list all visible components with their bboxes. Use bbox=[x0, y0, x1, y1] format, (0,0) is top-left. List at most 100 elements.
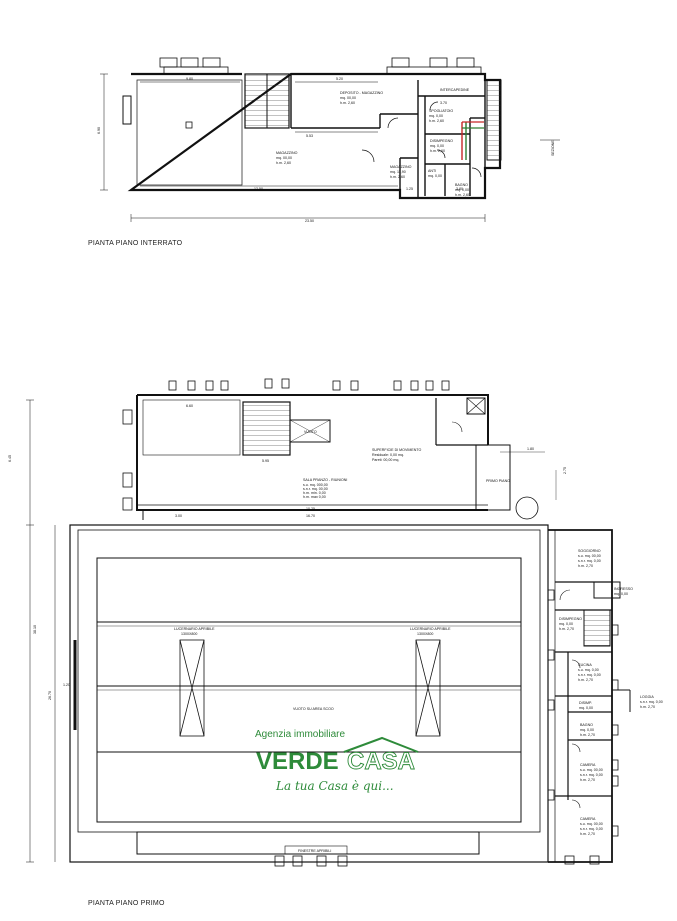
room-spogliatoio: SPOGLIATOIO mq. 0,00 h.m. 2,60 bbox=[429, 109, 453, 123]
svg-text:s.n.r. mq. 0,00: s.n.r. mq. 0,00 bbox=[578, 673, 601, 677]
room-antibagno: ANTI mq. 0,00 bbox=[428, 169, 442, 178]
svg-text:h.m. 2,70: h.m. 2,70 bbox=[578, 678, 593, 682]
svg-text:h.m. 2,70: h.m. 2,70 bbox=[640, 705, 655, 709]
primo-lower-building bbox=[69, 524, 549, 863]
dim-left-mid: 38.10 bbox=[33, 625, 37, 634]
apartment-stair bbox=[583, 609, 611, 647]
watermark-line1: Agenzia immobiliare bbox=[255, 729, 345, 740]
watermark-brand-b: CASA bbox=[347, 748, 415, 775]
dim-bottom-mid: 1.25 bbox=[406, 187, 413, 191]
label-lucernario-right: LUCERNARIO APRIBILE 1300X800 bbox=[410, 627, 451, 636]
primo-bottom-blocks bbox=[274, 855, 348, 867]
room-deposito: DEPOSITO - MAGAZZINO mq. 00,00 h.m. 2,60 bbox=[340, 91, 383, 105]
svg-text:h.m. 2,70: h.m. 2,70 bbox=[580, 832, 595, 836]
primo-upper-wall bbox=[136, 394, 489, 511]
svg-text:mq. 11,90: mq. 11,90 bbox=[390, 170, 406, 174]
dim-loggia: 1.80 bbox=[527, 447, 534, 451]
svg-text:DEPOSITO - MAGAZZINO: DEPOSITO - MAGAZZINO bbox=[340, 91, 383, 95]
room-camera-2: CAMERA s.u. mq. 00,00 s.n.r. mq. 0,00 h.… bbox=[580, 817, 603, 836]
svg-text:mq. 0,00: mq. 0,00 bbox=[579, 706, 593, 710]
svg-text:s.n.r. mq. 0,00: s.n.r. mq. 0,00 bbox=[580, 773, 603, 777]
dim-bottom-right: 3.80 bbox=[456, 187, 463, 191]
primo-stair bbox=[242, 401, 291, 456]
svg-text:LOGGIA: LOGGIA bbox=[640, 695, 654, 699]
interrato-left-bump bbox=[122, 95, 132, 125]
svg-text:mq. 0,00: mq. 0,00 bbox=[428, 174, 442, 178]
svg-text:s.n.r. mq. 0,00: s.n.r. mq. 0,00 bbox=[578, 559, 601, 563]
room-disimpegno: DISIMPEGNO mq. 0,00 h.m. 2,60 bbox=[430, 139, 453, 153]
dim-mid-c: 3.00 bbox=[175, 514, 182, 518]
svg-text:MAGAZZINO: MAGAZZINO bbox=[276, 151, 298, 155]
svg-text:BAGNO: BAGNO bbox=[580, 723, 593, 727]
room-disimp: DISIMP. mq. 0,00 bbox=[579, 701, 593, 710]
svg-text:mq. 0,00: mq. 0,00 bbox=[430, 144, 444, 148]
svg-text:s.u. mq. 00,00: s.u. mq. 00,00 bbox=[578, 554, 601, 558]
svg-text:mq. 00,00: mq. 00,00 bbox=[276, 156, 292, 160]
primo-vuoto bbox=[289, 419, 331, 443]
plan-interrato: 9.80 5.20 3.70 6.90 5.53 12.50 1.25 3.80… bbox=[97, 57, 560, 223]
label-vuoto-area: VUOTO SU AREA SCOO bbox=[293, 707, 334, 711]
dim-inner-mid: 5.53 bbox=[306, 134, 313, 138]
primo-top-blocks bbox=[168, 378, 450, 391]
primo-round-feature bbox=[515, 496, 539, 520]
svg-text:mq. 0,00: mq. 0,00 bbox=[614, 592, 628, 596]
svg-text:Pareti: 00,00 mq.: Pareti: 00,00 mq. bbox=[372, 458, 399, 462]
svg-text:s.u. mq. 000,00: s.u. mq. 000,00 bbox=[303, 483, 328, 487]
svg-text:s.u. mq. 00,00: s.u. mq. 00,00 bbox=[580, 768, 603, 772]
svg-text:h.m. max 0,00: h.m. max 0,00 bbox=[303, 495, 326, 499]
svg-text:Residuale: 0,00 mq.: Residuale: 0,00 mq. bbox=[372, 453, 404, 457]
svg-text:s.n.r. mq. 0,00: s.n.r. mq. 0,00 bbox=[640, 700, 663, 704]
svg-text:s.n.r. mq. 00,00: s.n.r. mq. 00,00 bbox=[303, 487, 328, 491]
room-vuoto: VUOTO bbox=[304, 430, 317, 434]
svg-text:CAMERA: CAMERA bbox=[580, 817, 596, 821]
svg-text:h.m. 2,70: h.m. 2,70 bbox=[559, 627, 574, 631]
svg-text:1300X800: 1300X800 bbox=[181, 632, 197, 636]
room-loggia: LOGGIA s.n.r. mq. 0,00 h.m. 2,70 bbox=[640, 695, 663, 709]
svg-text:s.u. mq. 00,00: s.u. mq. 00,00 bbox=[580, 822, 603, 826]
dim-right-small: 2.75 bbox=[563, 467, 567, 474]
dim-top-a: 6.60 bbox=[186, 404, 193, 408]
dim-top-left: 9.80 bbox=[186, 77, 193, 81]
svg-text:h.m. 2,60: h.m. 2,60 bbox=[390, 175, 405, 179]
svg-text:s.n.r. mq. 0,00: s.n.r. mq. 0,00 bbox=[580, 827, 603, 831]
room-magazzino-big: MAGAZZINO mq. 00,00 h.m. 2,60 bbox=[276, 151, 298, 165]
svg-text:mq. 00,00: mq. 00,00 bbox=[340, 96, 356, 100]
svg-text:h.m. 2,60: h.m. 2,60 bbox=[276, 161, 291, 165]
svg-text:CAMERA: CAMERA bbox=[580, 763, 596, 767]
skylight-left bbox=[179, 639, 205, 737]
room-superficie: SUPERFICIE DI MOVIMENTO Residuale: 0,00 … bbox=[372, 448, 421, 462]
label-finestre: FINESTRE APRIBILI bbox=[298, 849, 331, 853]
room-ingresso: INGRESSO mq. 0,00 bbox=[614, 587, 633, 596]
dim-left-height: 6.90 bbox=[97, 127, 101, 134]
svg-text:h.m. 2,70: h.m. 2,70 bbox=[580, 733, 595, 737]
room-sala: SALA PRANZO - RIUNIONI s.u. mq. 000,00 s… bbox=[303, 478, 347, 499]
plan-primo: VUOTO bbox=[8, 378, 663, 867]
room-bagno-primo: BAGNO mq. 0,00 h.m. 2,70 bbox=[580, 723, 595, 737]
dim-top-mid: 5.20 bbox=[336, 77, 343, 81]
svg-text:SALA PRANZO - RIUNIONI: SALA PRANZO - RIUNIONI bbox=[303, 478, 347, 482]
watermark-slogan: La tua Casa è qui... bbox=[275, 779, 394, 793]
watermark-brand-a: VERDE bbox=[256, 748, 339, 775]
room-camera-1: CAMERA s.u. mq. 00,00 s.n.r. mq. 0,00 h.… bbox=[580, 763, 603, 782]
svg-text:h.m. 2,70: h.m. 2,70 bbox=[580, 778, 595, 782]
dim-top-right: 3.70 bbox=[440, 101, 447, 105]
svg-text:DISIMPEGNO: DISIMPEGNO bbox=[559, 617, 582, 621]
svg-text:BAGNO: BAGNO bbox=[455, 183, 468, 187]
svg-text:SPOGLIATOIO: SPOGLIATOIO bbox=[429, 109, 453, 113]
plan-interrato-title: PIANTA PIANO INTERRATO bbox=[88, 240, 183, 247]
dim-right-side: SEZIONE bbox=[551, 140, 555, 156]
agency-watermark: Agenzia immobiliare VERDE CASA La tua Ca… bbox=[255, 729, 419, 793]
svg-text:LUCERNARIO APRIBILE: LUCERNARIO APRIBILE bbox=[174, 627, 215, 631]
interrato-top-blocks bbox=[159, 57, 482, 75]
svg-text:SUPERFICIE DI MOVIMENTO: SUPERFICIE DI MOVIMENTO bbox=[372, 448, 421, 452]
svg-text:DISIMPEGNO: DISIMPEGNO bbox=[430, 139, 453, 143]
svg-text:h.m. 2,60: h.m. 2,60 bbox=[430, 149, 445, 153]
svg-text:h.m. 2,60: h.m. 2,60 bbox=[340, 101, 355, 105]
dim-bottom-row: 16.70 bbox=[306, 514, 315, 518]
svg-text:LUCERNARIO APRIBILE: LUCERNARIO APRIBILE bbox=[410, 627, 451, 631]
room-cucina: CUCINA s.u. mq. 0,00 s.n.r. mq. 0,00 h.m… bbox=[578, 663, 601, 682]
room-intercapedine: INTERCAPEDINE bbox=[440, 88, 470, 92]
svg-text:MAGAZZINO: MAGAZZINO bbox=[390, 165, 412, 169]
svg-text:ANTI: ANTI bbox=[428, 169, 436, 173]
svg-text:h.m. 2,60: h.m. 2,60 bbox=[429, 119, 444, 123]
